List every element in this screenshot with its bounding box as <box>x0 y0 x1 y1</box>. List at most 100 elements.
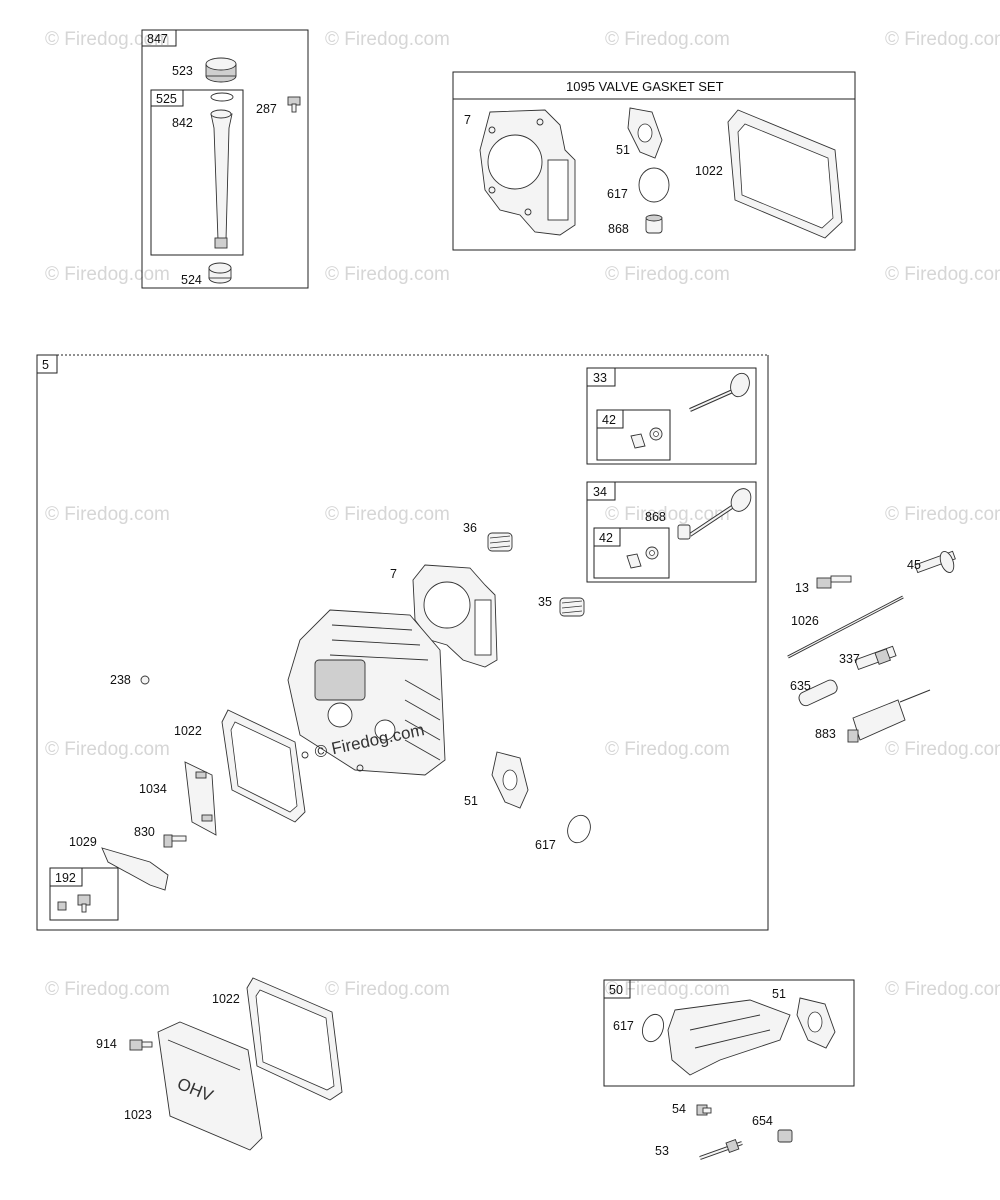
part-35-label: 35 <box>538 595 552 609</box>
watermark: © Firedog.com <box>885 264 1000 285</box>
part-842-label: 842 <box>172 116 193 130</box>
box-5: 5 33 42 34 42 <box>36 354 769 931</box>
box-847-tag <box>141 29 177 47</box>
box-42b-tag <box>593 527 621 547</box>
intake-valve <box>688 488 752 537</box>
part-868b-label: 868 <box>645 510 666 524</box>
box-847-label: 847 <box>147 32 168 46</box>
screw-192 <box>57 894 91 913</box>
part-1034-label: 1034 <box>139 782 167 796</box>
watermark: © Firedog.com <box>45 739 170 760</box>
box-50-label: 50 <box>609 983 623 997</box>
pin-238 <box>140 675 150 685</box>
valve-cover-group: OHV 1022 914 1023 <box>96 977 343 1151</box>
box-525-frame <box>150 89 244 256</box>
valve-spring-36 <box>487 532 513 552</box>
ring-617-c <box>642 1013 664 1043</box>
breather-plate <box>184 761 217 836</box>
cover-gasket-c <box>246 977 343 1101</box>
watermark: © Firedog.com <box>45 264 170 285</box>
box-34-tag <box>586 481 616 501</box>
part-1029-label: 1029 <box>69 835 97 849</box>
part-238-label: 238 <box>110 673 131 687</box>
valve-cover: OHV <box>157 1021 263 1151</box>
part-1026-label: 1026 <box>791 614 819 628</box>
watermark: © Firedog.com <box>325 29 450 50</box>
part-287-label: 287 <box>256 102 277 116</box>
watermark: © Firedog.com <box>325 264 450 285</box>
valve-keepers-b <box>626 546 659 569</box>
part-868-label: 868 <box>608 222 629 236</box>
part-617-label: 617 <box>607 187 628 201</box>
box-33-label: 33 <box>593 371 607 385</box>
cover-gasket <box>727 109 843 239</box>
exhaust-valve <box>689 372 750 412</box>
part-635-label: 635 <box>790 679 811 693</box>
watermark: © Firedog.com <box>605 264 730 285</box>
box-847-frame <box>141 29 309 289</box>
part-617b-label: 617 <box>535 838 556 852</box>
box-34-label: 34 <box>593 485 607 499</box>
box-42b-frame <box>593 527 670 579</box>
ring-617 <box>638 167 670 203</box>
box-50: 50 51 617 <box>603 979 855 1087</box>
watermark: © Firedog.com <box>605 979 730 1000</box>
part-654-label: 654 <box>752 1114 773 1128</box>
part-1022c-label: 1022 <box>212 992 240 1006</box>
part-1022b-label: 1022 <box>174 724 202 738</box>
part-617c-label: 617 <box>613 1019 634 1033</box>
box-42a-tag <box>596 409 624 429</box>
watermark: © Firedog.com <box>605 739 730 760</box>
valve-seal <box>645 214 663 234</box>
valve-keepers-a <box>630 427 663 449</box>
intake-manifold <box>667 999 791 1076</box>
part-7b-label: 7 <box>390 567 397 581</box>
part-51c-label: 51 <box>772 987 786 1001</box>
spark-plug <box>854 645 897 670</box>
valve-tappet-45 <box>914 550 956 574</box>
watermark: © Firedog.com <box>885 29 1000 50</box>
dipstick-tube <box>210 109 233 249</box>
box-5-tag <box>36 354 58 374</box>
part-7-label: 7 <box>464 113 471 127</box>
gasket-set-frame <box>452 71 856 251</box>
ignition-coil <box>847 689 931 743</box>
spark-plug-boot <box>798 679 838 707</box>
part-337-label: 337 <box>839 652 860 666</box>
bottom-fasteners: 54 654 53 <box>655 1102 793 1160</box>
box-33-frame <box>586 367 757 465</box>
part-54-label: 54 <box>672 1102 686 1116</box>
head-gasket-b <box>412 564 498 668</box>
watermark: © Firedog.com <box>885 979 1000 1000</box>
watermark: © Firedog.com <box>605 504 730 525</box>
valve-gasket-set: 1095 VALVE GASKET SET 7 51 617 868 1022 <box>452 71 856 251</box>
cylinder-head: © Firedog.com <box>287 609 446 776</box>
box-42b-label: 42 <box>599 531 613 545</box>
nut-654 <box>777 1129 793 1143</box>
box-192-tag <box>49 867 83 887</box>
watermark: © Firedog.com <box>885 739 1000 760</box>
valve-spring-35 <box>559 597 585 617</box>
part-1023-label: 1023 <box>124 1108 152 1122</box>
ring-617-b <box>567 814 591 844</box>
box-525-tag <box>150 89 184 107</box>
box-525-label: 525 <box>156 92 177 106</box>
dipstick-cap <box>205 57 237 83</box>
part-523-label: 523 <box>172 64 193 78</box>
box-50-tag <box>603 979 631 999</box>
stud-830 <box>163 834 187 848</box>
part-524-label: 524 <box>181 273 202 287</box>
watermark: © Firedog.com <box>325 979 450 1000</box>
watermark: © Firedog.com <box>605 29 730 50</box>
part-45-label: 45 <box>907 558 921 572</box>
stud-53 <box>699 1139 743 1160</box>
right-side-parts: 13 45 1026 337 635 883 <box>787 550 956 743</box>
part-51b-label: 51 <box>464 794 478 808</box>
part-53-label: 53 <box>655 1144 669 1158</box>
head-gasket <box>479 109 576 236</box>
gasket-set-title: 1095 VALVE GASKET SET <box>566 79 724 94</box>
valve-seal-b <box>677 524 691 540</box>
watermark: © Firedog.com <box>45 504 170 525</box>
bolt-287 <box>287 96 301 113</box>
box-33-tag <box>586 367 616 387</box>
